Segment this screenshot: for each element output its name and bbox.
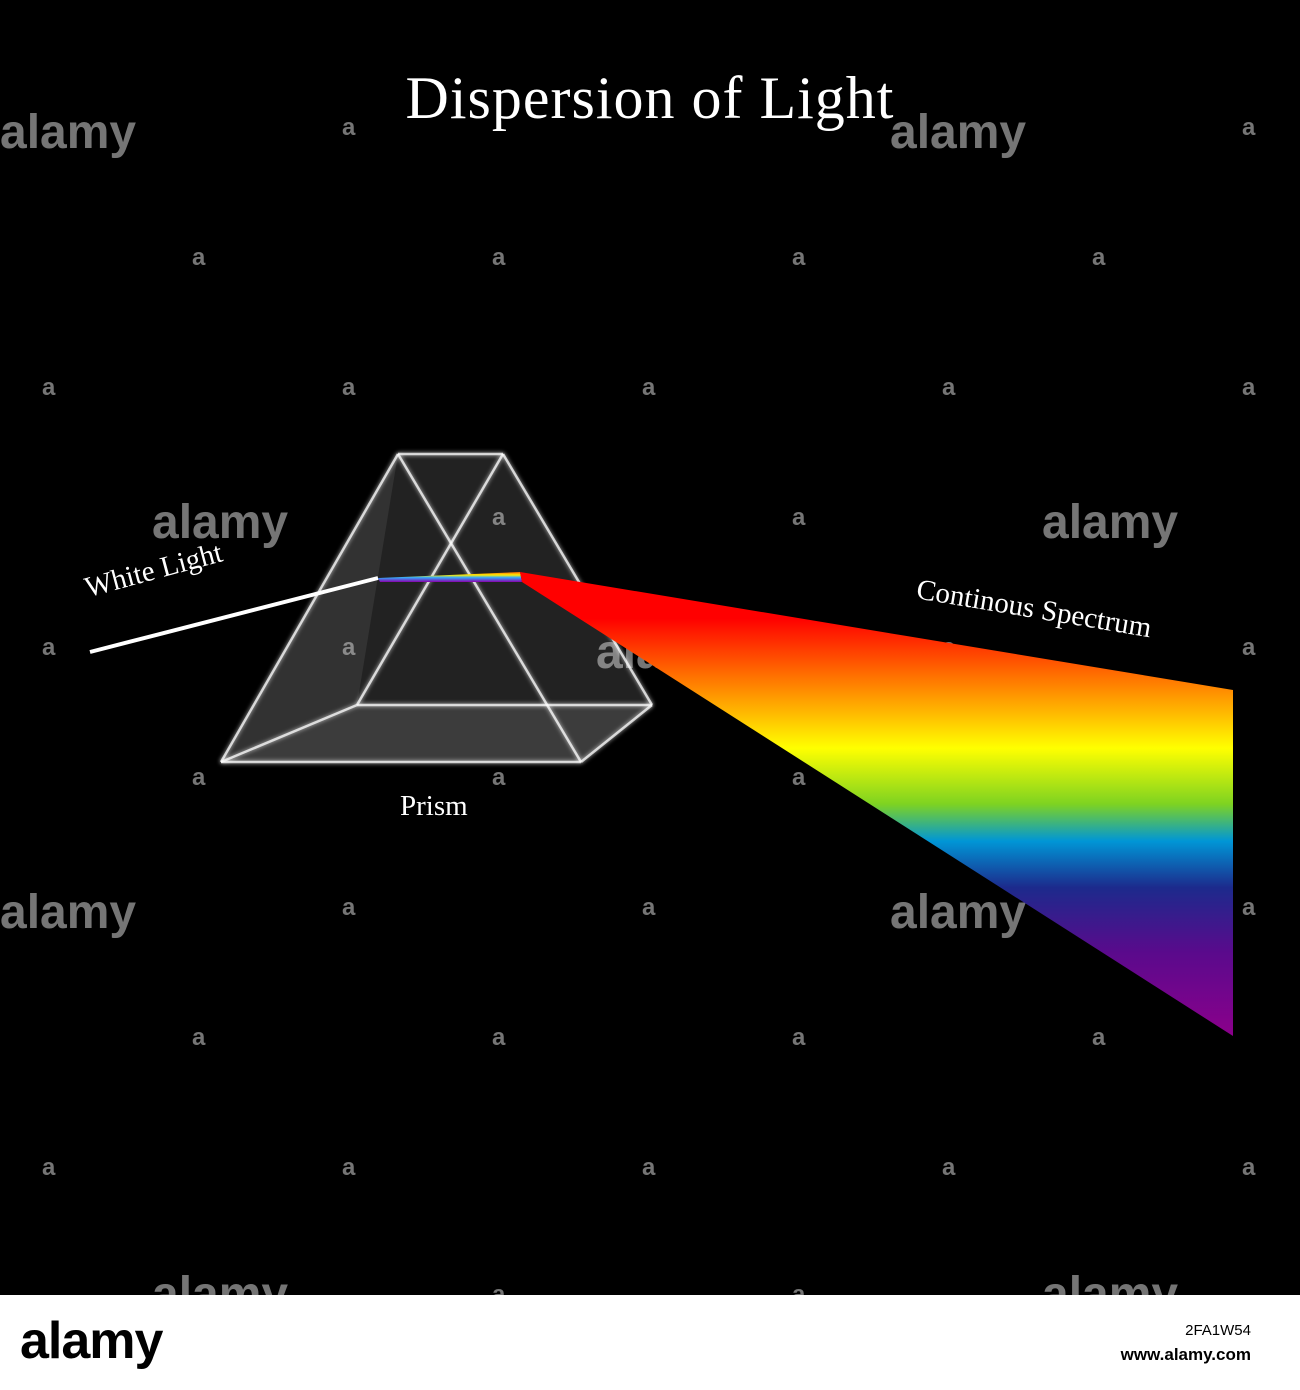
prism-edges [219,452,654,764]
watermark-logo: alamy [0,886,136,939]
watermark-mark: a [1092,244,1106,271]
watermark-mark: a [42,634,56,661]
watermark-logo: alamy [0,106,136,159]
watermark-mark: a [492,1024,506,1051]
watermark-mark: a [342,894,356,921]
watermark-mark: a [792,244,806,271]
incident-white-ray [89,576,379,654]
watermark-mark: a [192,1024,206,1051]
site-url: www.alamy.com [1120,1345,1251,1364]
watermark-mark: a [792,504,806,531]
prism [219,452,654,764]
image-id: 2FA1W54 [1185,1322,1251,1339]
watermark-mark: a [492,244,506,271]
prism-right-edge [501,453,654,706]
watermark-mark: a [1242,374,1256,401]
prism-left-edge [219,453,400,763]
diagram-title: Dispersion of Light [405,65,895,131]
watermark-mark: a [342,634,356,661]
watermark-mark: a [492,764,506,791]
watermark-mark: a [1242,634,1256,661]
watermark-logo: alamy [890,886,1026,939]
watermark-mark: a [792,764,806,791]
refracted-beam [378,572,522,582]
watermark-logo: alamy [152,496,288,549]
watermark-logo: alamy [1042,496,1178,549]
watermark-mark: a [942,1154,956,1181]
watermark-mark: a [642,1154,656,1181]
watermark-mark: a [492,1281,506,1295]
prism-body [221,454,652,762]
watermark-mark: a [942,374,956,401]
watermark-mark: a [792,1281,806,1295]
diagram-canvas: alamy alamy alamy alamy alamy alamy alam… [0,65,1256,1295]
watermark-mark: a [1242,894,1256,921]
watermark-mark: a [1242,114,1256,141]
prism-base-face [221,705,652,762]
footer-bar: alamy 2FA1W54 www.alamy.com [0,1295,1300,1390]
watermark-mark: a [192,244,206,271]
watermark-mark: a [192,764,206,791]
watermark-mark: a [42,374,56,401]
watermark-mark: a [342,374,356,401]
watermark-mark: a [342,114,356,141]
watermark-logo: alamy [890,106,1026,159]
prism-right-base-edge [580,704,653,763]
watermark-logo: alamy [152,1268,288,1295]
watermark-mark: a [492,504,506,531]
watermark-mark: a [42,1154,56,1181]
watermark-logo: alamy [1042,1268,1178,1295]
footer-brand-logo: alamy [20,1312,163,1370]
watermark-mark: a [342,1154,356,1181]
watermark-mark: a [642,894,656,921]
prism-label: Prism [400,790,468,822]
prism-inner-edge [396,453,583,763]
watermark-mark: a [792,1024,806,1051]
watermark-mark: a [1242,1154,1256,1181]
prism-left-base-edge [220,703,358,764]
spectrum-beam [520,572,1233,1036]
watermark-mark: a [642,374,656,401]
watermark-mark: a [1092,1024,1106,1051]
diagram-svg: alamy alamy alamy alamy alamy alamy alam… [0,106,1256,1295]
